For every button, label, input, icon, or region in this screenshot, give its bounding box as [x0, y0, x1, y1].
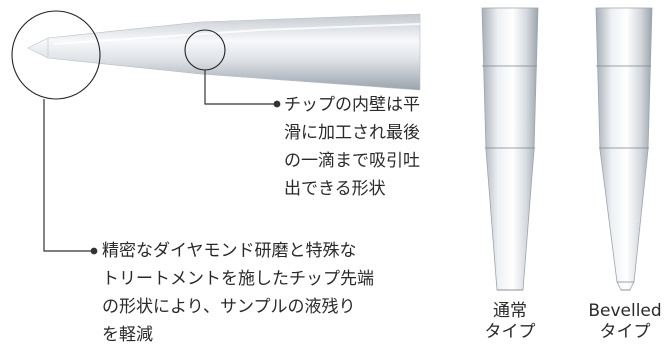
- needle-illustration: [27, 13, 421, 91]
- tip-zoom-circle: [11, 10, 101, 100]
- callout-line: トリートメントを施したチップ先端: [102, 269, 374, 289]
- inner-wall-callout: チップの内壁は平 滑に加工され最後 の一滴まで吸引吐 出できる形状: [284, 91, 420, 203]
- standard-tip-illustration: [481, 7, 539, 291]
- standard-tip-label: 通常 タイプ: [478, 301, 542, 343]
- tip-name: Bevelled: [588, 301, 662, 321]
- tip-type: タイプ: [484, 322, 536, 342]
- callout-line: 精密なダイヤモンド研磨と特殊な: [102, 241, 357, 261]
- callout-line: チップの内壁は平: [284, 95, 420, 115]
- leader-line-bottom: [43, 99, 98, 255]
- tip-type: タイプ: [599, 322, 651, 342]
- tip-shape-callout: 精密なダイヤモンド研磨と特殊な トリートメントを施したチップ先端 の形状により、…: [102, 237, 374, 349]
- tip-name: 通常: [493, 301, 527, 321]
- bevelled-tip-label: Bevelled タイプ: [583, 301, 667, 343]
- leader-line-top: [204, 70, 281, 108]
- callout-line: の一滴まで吸引吐: [284, 151, 420, 171]
- callout-line: を軽減: [102, 325, 153, 345]
- bevelled-tip-illustration: [595, 7, 653, 291]
- callout-line: 滑に加工され最後: [284, 123, 420, 143]
- callout-line: の形状により、サンプルの液残り: [102, 297, 356, 317]
- callout-line: 出できる形状: [284, 179, 386, 199]
